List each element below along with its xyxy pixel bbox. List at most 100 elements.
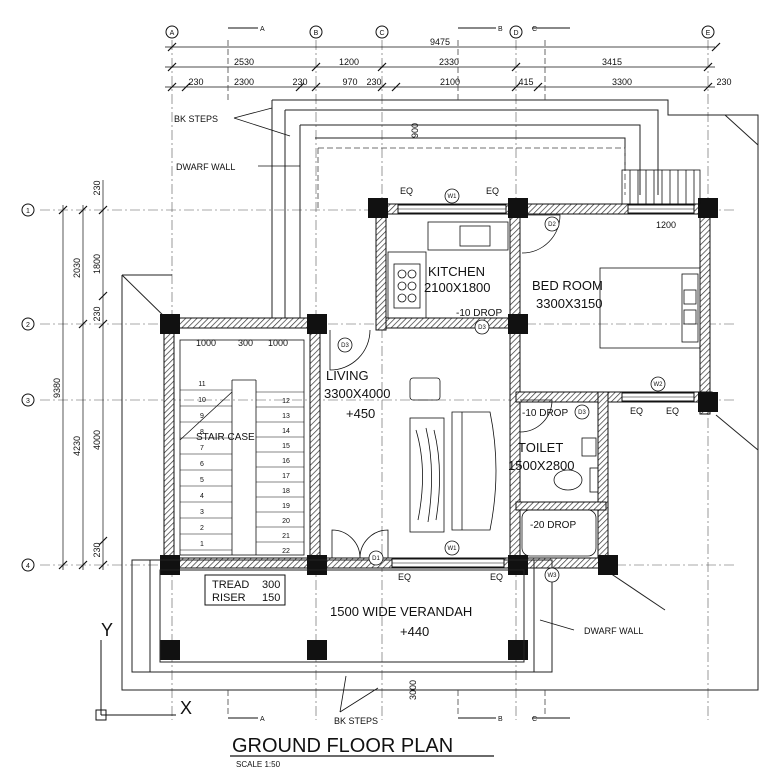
coffee-table [409, 417, 445, 533]
dim-row3-9: 230 [716, 77, 731, 87]
staircase [179, 339, 305, 556]
dwarf-wall-label-bottom: DWARF WALL [584, 626, 643, 636]
axis-y-label: Y [101, 620, 113, 640]
stair-number-left: 10 [198, 397, 206, 404]
section-mark-c-bottom: C [532, 716, 537, 723]
tread-value: 300 [262, 579, 280, 591]
dim-left-1: 2030 [72, 258, 82, 278]
sofa [451, 411, 497, 531]
stair-number-right: 14 [282, 428, 290, 435]
section-mark-a-top: A [260, 26, 265, 33]
room-toilet-name: TOILET [518, 440, 563, 455]
section-mark-b-top: B [498, 26, 503, 33]
grid-label-1: 1 [26, 208, 30, 215]
kitchen-counter-side [387, 251, 427, 319]
tread-riser-table [204, 574, 286, 606]
eq-label-4: EQ [666, 406, 679, 416]
room-living-level: +450 [346, 406, 375, 421]
grid-bubble-a [165, 25, 179, 39]
door-bedroom [521, 214, 561, 254]
eq-label-3: EQ [630, 406, 643, 416]
external-stairs [621, 169, 701, 205]
dim-row3-8: 3300 [612, 77, 632, 87]
tag-d2: D2 [548, 222, 556, 228]
dwarf-wall-label-top: DWARF WALL [176, 162, 235, 172]
main-door [331, 529, 389, 559]
dim-row3-6: 2100 [440, 77, 460, 87]
stair-number-left: 9 [200, 413, 204, 420]
riser-value: 150 [262, 592, 280, 604]
stair-number-right: 15 [282, 443, 290, 450]
stair-number-right: 12 [282, 398, 290, 405]
shower-tray [521, 509, 597, 557]
dashed-outline-top [318, 147, 626, 195]
grid-label-b: B [314, 30, 319, 37]
drawing-scale: SCALE 1:50 [236, 760, 281, 768]
room-living-name: LIVING [326, 368, 369, 383]
dim-row3-3: 230 [292, 77, 307, 87]
tag-d3-kitchen: D3 [478, 325, 486, 331]
kitchen-stove [393, 263, 421, 309]
stair-number-left: 8 [200, 429, 204, 436]
door-toilet [519, 399, 553, 433]
tag-d3-living: D3 [341, 343, 349, 349]
stair-number-left: 1 [200, 541, 204, 548]
tag-v: W3 [548, 573, 558, 579]
dim-3000-bottom: 3000 [408, 680, 418, 700]
section-mark-c-top: C [532, 26, 537, 33]
stair-number-left: 3 [200, 509, 204, 516]
room-kitchen-size: 2100X1800 [424, 280, 491, 295]
stair-number-right: 21 [282, 533, 290, 540]
eq-label-2: EQ [486, 186, 499, 196]
stair-number-right: 17 [282, 473, 290, 480]
walls [163, 203, 715, 569]
tag-d1: D1 [372, 556, 380, 562]
staircase-label: STAIR CASE [196, 432, 255, 443]
dim-left-total: 9380 [52, 378, 62, 398]
stair-number-left: 4 [200, 493, 204, 500]
wash-basin [581, 437, 597, 457]
wc [553, 469, 583, 491]
axis-x-label: X [180, 698, 192, 718]
dim-total-width: 9475 [430, 37, 450, 47]
grid-bubble-2 [21, 317, 35, 331]
dim-left-7: 230 [92, 542, 102, 557]
tag-w1-living: W1 [448, 546, 458, 552]
shower-drop-label: -20 DROP [530, 520, 576, 531]
tag-w1-top: W1 [448, 194, 458, 200]
grid-bubble-d [509, 25, 523, 39]
dim-top-1: 2530 [234, 57, 254, 67]
dim-top-4: 3415 [602, 57, 622, 67]
dim-stair-1000-right: 1000 [268, 338, 288, 348]
stair-number-right: 18 [282, 488, 290, 495]
grid-bubble-1 [21, 203, 35, 217]
grid-label-2: 2 [26, 322, 30, 329]
dim-top-2: 1200 [339, 57, 359, 67]
stair-number-left: 2 [200, 525, 204, 532]
dim-left-3: 1800 [92, 254, 102, 274]
riser-label: RISER [212, 592, 246, 604]
section-mark-b-bottom: B [498, 716, 503, 723]
grid-label-e: E [706, 30, 711, 37]
grid-label-4: 4 [26, 563, 30, 570]
grid-bubble-c [375, 25, 389, 39]
grid-bubble-e [701, 25, 715, 39]
dim-left-6: 230 [92, 306, 102, 321]
dim-top-3: 2330 [439, 57, 459, 67]
stair-number-left: 5 [200, 477, 204, 484]
room-verandah-name: 1500 WIDE VERANDAH [330, 604, 472, 619]
dim-stair-300: 300 [238, 338, 253, 348]
grid-label-c: C [379, 30, 384, 37]
room-verandah-level: +440 [400, 624, 429, 639]
stair-number-right: 19 [282, 503, 290, 510]
dim-row3-1: 230 [188, 77, 203, 87]
eq-label-1: EQ [400, 186, 413, 196]
dim-row3-7: 415 [518, 77, 533, 87]
tag-d3-toilet: D3 [578, 410, 586, 416]
toilet-drop-label: -10 DROP [522, 408, 568, 419]
kitchen-drop-label: -10 DROP [456, 308, 502, 319]
room-toilet-size: 1500X2800 [508, 458, 575, 473]
dim-left-4: 4000 [92, 430, 102, 450]
drawing-title: GROUND FLOOR PLAN [232, 735, 453, 757]
